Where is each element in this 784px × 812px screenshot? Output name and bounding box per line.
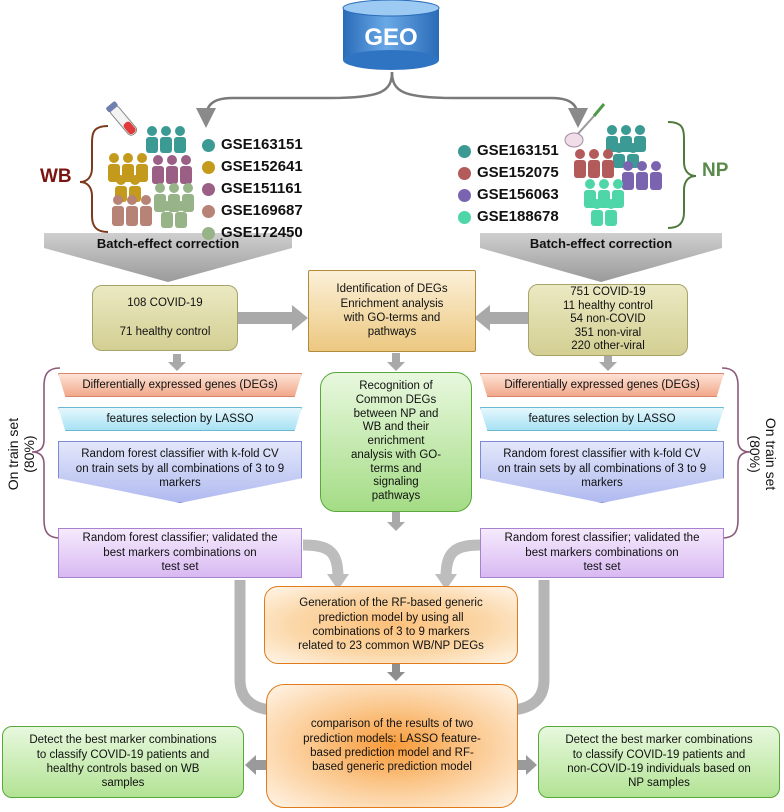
train-set-text: On train set [4,417,21,491]
dataset-id: GSE156063 [477,186,559,203]
dataset-item: GSE188678 [458,206,559,228]
down-arrow [387,353,405,371]
np-bracket [667,121,697,229]
dataset-dot [202,182,215,196]
curve-arrow [440,539,482,579]
dataset-id: GSE172450 [221,224,303,241]
dataset-item: GSE156063 [458,184,559,206]
np-lasso-step: features selection by LASSO [480,407,724,431]
geo-branch-arrow [390,71,588,128]
dataset-dot [202,160,215,174]
left-arrow [245,755,268,775]
np-people-icon [574,125,662,226]
train-set-percent: (80%) [21,435,37,473]
train-set-label-right: On train set (80%) [747,399,779,509]
np-dataset-list: GSE163151 GSE152075 GSE156063 GSE188678 [458,140,559,228]
dataset-item: GSE163151 [202,134,303,156]
wb-people-icon [108,126,194,228]
train-set-text: On train set [763,417,780,491]
dataset-dot [458,144,471,158]
dataset-item: GSE151161 [202,178,303,200]
dataset-dot [458,188,471,202]
dataset-item: GSE152075 [458,162,559,184]
np-label: NP [702,160,729,181]
identification-box: Identification of DEGs Enrichment analys… [308,270,476,352]
down-arrow [599,354,617,371]
generic-model-box: Generation of the RF-based generic predi… [264,586,518,664]
geo-database-icon [342,0,440,70]
dataset-id: GSE163151 [477,142,559,159]
dataset-id: GSE163151 [221,136,303,153]
train-bracket-right [721,367,751,539]
train-bracket-left [31,367,61,539]
dataset-id: GSE188678 [477,208,559,225]
np-output-box: Detect the best marker combinations to c… [538,726,780,798]
down-arrow [387,512,405,531]
dataset-id: GSE152075 [477,164,559,181]
np-degs-step: Differentially expressed genes (DEGs) [480,373,724,397]
wb-validation-step: Random forest classifier; validated the … [58,528,302,578]
wb-lasso-step: features selection by LASSO [58,407,302,431]
dataset-id: GSE151161 [221,180,302,197]
right-arrow [514,755,537,775]
nasal-swab-icon [564,103,606,148]
np-batch-funnel [480,233,722,282]
train-set-percent: (80%) [747,435,763,473]
geo-branch-arrow [196,71,394,128]
common-degs-box: Recognition of Common DEGs between NP an… [320,372,472,512]
wb-label: WB [40,166,72,187]
dataset-dot [458,210,471,224]
wb-batch-funnel [44,233,292,282]
curve-arrow-head [327,574,349,590]
curve-arrow-head [435,574,457,590]
curve-arrow [302,539,344,579]
wb-degs-step: Differentially expressed genes (DEGs) [58,373,302,397]
geo-label: GEO [364,24,418,51]
np-batch-correction-label: Batch-effect correction [529,236,673,251]
dataset-id: GSE169687 [221,202,303,219]
blood-tube-icon [106,101,138,136]
down-arrow [387,664,405,681]
wb-batch-correction-label: Batch-effect correction [96,236,240,251]
right-arrow [238,305,308,331]
np-cohort-summary: 751 COVID-19 11 healthy control 54 non-C… [528,284,688,356]
dataset-item: GSE172450 [202,222,303,244]
left-arrow [474,305,528,331]
comparison-box: comparison of the results of two predict… [266,684,518,808]
dataset-id: GSE152641 [221,158,303,175]
np-validation-step: Random forest classifier; validated the … [480,528,724,578]
wb-output-box: Detect the best marker combinations to c… [2,726,244,798]
train-set-label-left: On train set (80%) [5,399,37,509]
dataset-item: GSE163151 [458,140,559,162]
dataset-dot [458,166,471,180]
down-arrow [168,354,186,371]
dataset-dot [202,138,215,152]
dataset-dot [202,204,215,218]
wb-dataset-list: GSE163151 GSE152641 GSE151161 GSE169687 … [202,134,303,244]
wb-bracket [79,125,109,233]
dataset-item: GSE152641 [202,156,303,178]
dataset-item: GSE169687 [202,200,303,222]
wb-cohort-summary: 108 COVID-19 71 healthy control [92,285,238,351]
dataset-dot [202,226,215,240]
